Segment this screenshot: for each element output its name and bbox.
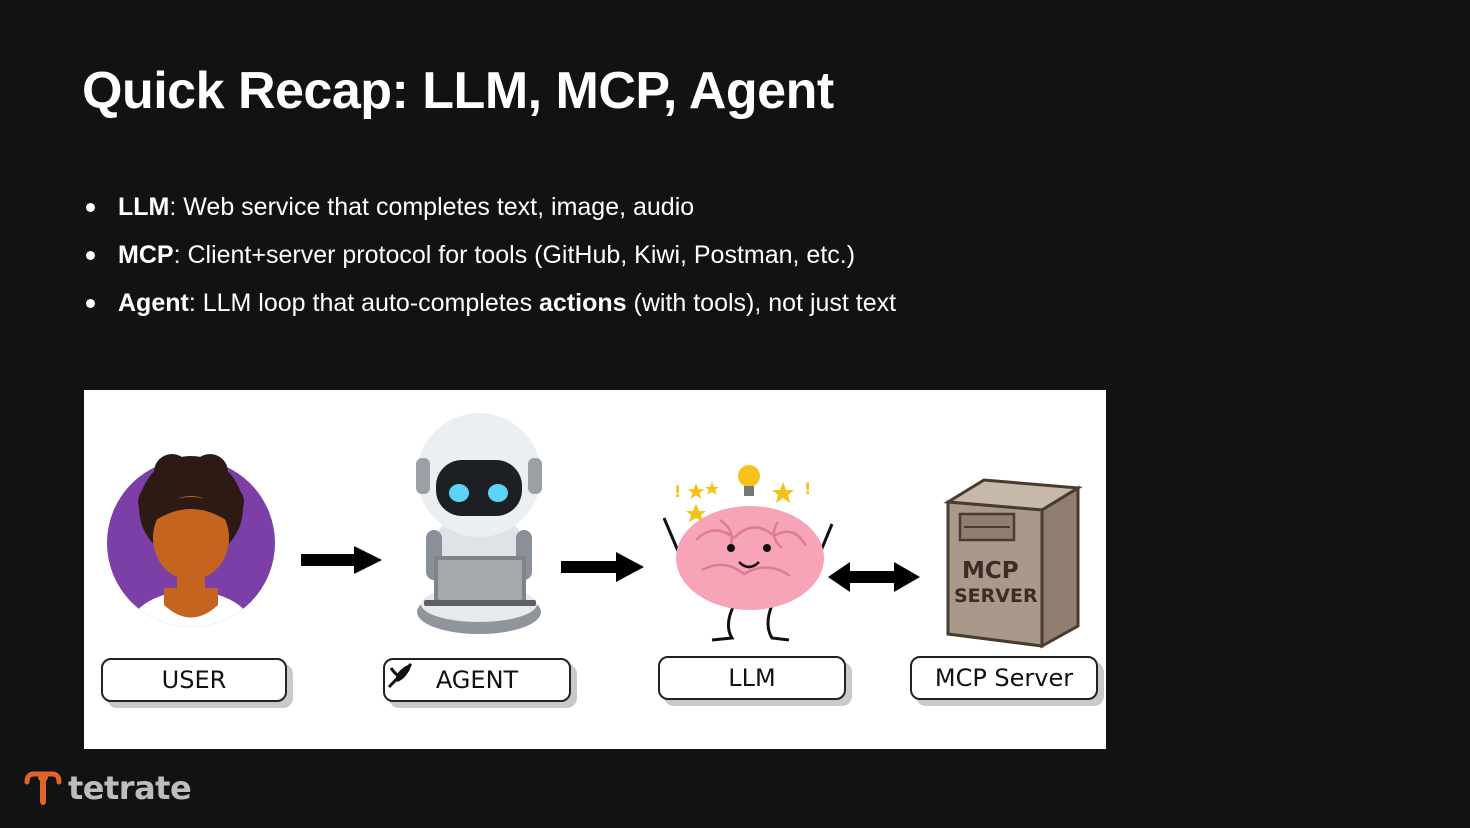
feather-icon — [385, 660, 415, 690]
bullet-text: : Client+server protocol for tools (GitH… — [174, 241, 856, 269]
bullet-item-mcp: MCP: Client+server protocol for tools (G… — [84, 236, 896, 274]
bullet-dot — [86, 203, 95, 212]
bullet-term: Agent — [118, 289, 189, 317]
bullet-text: : Web service that completes text, image… — [169, 193, 694, 221]
brand-wordmark: tetrate — [68, 769, 191, 807]
brain-icon: ! ! — [664, 465, 832, 640]
robot-with-laptop-icon — [416, 413, 542, 634]
bullet-term: LLM — [118, 193, 169, 221]
architecture-diagram: ! ! MCP SERVER USER AGENT L — [84, 390, 1106, 749]
bullet-list: LLM: Web service that completes text, im… — [84, 188, 896, 332]
bullet-term: MCP — [118, 241, 174, 269]
tetrate-logo-icon — [24, 768, 62, 808]
bullet-emphasis: actions — [539, 289, 627, 317]
svg-text:!: ! — [674, 482, 681, 501]
server-tower-icon: MCP SERVER — [948, 480, 1078, 646]
node-label-user: USER — [101, 658, 287, 702]
user-avatar-icon — [107, 454, 275, 640]
node-label-text: LLM — [728, 664, 775, 692]
node-label-text: MCP Server — [935, 664, 1073, 692]
bullet-item-agent: Agent: LLM loop that auto-completes acti… — [84, 284, 896, 322]
bullet-text: (with tools), not just text — [627, 289, 897, 317]
server-label-line1: MCP — [962, 558, 1019, 584]
node-label-text: AGENT — [436, 666, 518, 694]
arrow-agent-to-llm — [561, 552, 644, 582]
bullet-dot — [86, 299, 95, 308]
bullet-text: : LLM loop that auto-completes — [189, 289, 539, 317]
bullet-dot — [86, 251, 95, 260]
tetrate-logo: tetrate — [24, 766, 191, 810]
slide-title: Quick Recap: LLM, MCP, Agent — [82, 58, 834, 124]
node-label-text: USER — [162, 666, 227, 694]
arrow-user-to-agent — [301, 546, 382, 574]
arrow-llm-mcp-bidirectional — [828, 562, 920, 592]
server-label-line2: SERVER — [954, 585, 1038, 607]
node-label-mcp-server: MCP Server — [910, 656, 1098, 700]
node-label-agent: AGENT — [383, 658, 571, 702]
bullet-item-llm: LLM: Web service that completes text, im… — [84, 188, 896, 226]
svg-text:!: ! — [804, 479, 811, 498]
node-label-llm: LLM — [658, 656, 846, 700]
